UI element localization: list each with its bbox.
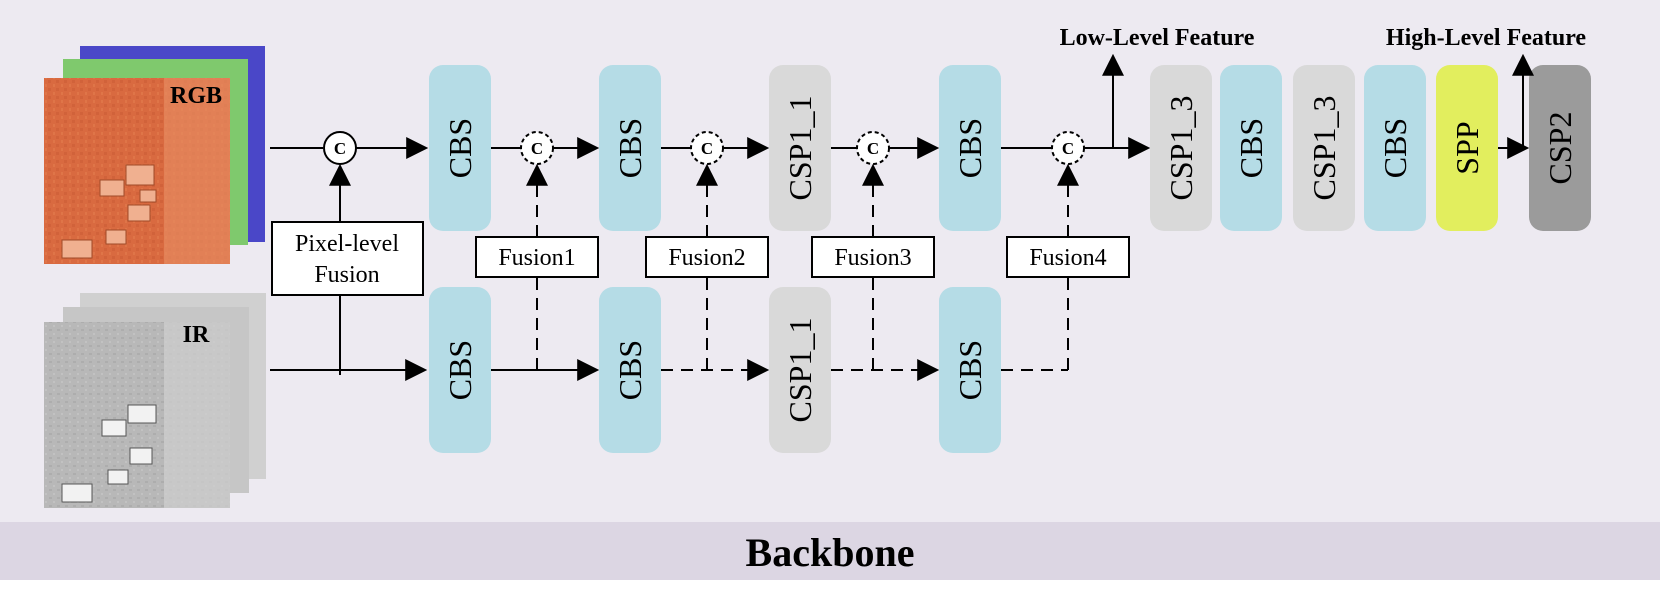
- tail-block-6-label: CSP2: [1542, 112, 1578, 185]
- rgb-block-4: CBS: [939, 65, 1001, 231]
- rgb-block-3: CSP1_1: [769, 65, 831, 231]
- ir-block-2: CBS: [599, 287, 661, 453]
- concat-node-3-symbol: C: [867, 139, 879, 158]
- low-level-feature-label: Low-Level Feature: [1060, 25, 1255, 51]
- rgb-road-strip: [164, 78, 230, 264]
- ir-block-3-body: [769, 287, 831, 453]
- ir-block-4-label: CBS: [952, 340, 988, 400]
- tail-block-1-body: [1150, 65, 1212, 231]
- rgb-block-3-body: [769, 65, 831, 231]
- ir-block-1: CBS: [429, 287, 491, 453]
- rgb-block-2-label: CBS: [612, 118, 648, 178]
- tail-block-5-label: SPP: [1449, 121, 1485, 174]
- pixel-fusion-line1: Pixel-level: [295, 231, 399, 257]
- concat-node-1-symbol: C: [531, 139, 543, 158]
- ir-block-3: CSP1_1: [769, 287, 831, 453]
- fusion-box-1: [475, 236, 599, 278]
- ir-road-strip: [164, 322, 230, 508]
- fusion-label-1: Fusion1: [498, 245, 575, 271]
- ir-block-2-body: [599, 287, 661, 453]
- rgb-block-4-label: CBS: [952, 118, 988, 178]
- ir-block-1-body: [429, 287, 491, 453]
- fusion-box-3: [811, 236, 935, 278]
- ir-buildings: [61, 404, 157, 503]
- tail-block-6-body: [1529, 65, 1591, 231]
- fusion-label-3: Fusion3: [834, 245, 911, 271]
- concat-node-4-symbol: C: [1062, 139, 1074, 158]
- tail-block-5-body: [1436, 65, 1498, 231]
- rgb-block-1: CBS: [429, 65, 491, 231]
- pixel-level-fusion: Pixel-level Fusion: [270, 163, 428, 381]
- rgb-block-2-body: [599, 65, 661, 231]
- tail-block-3-body: [1293, 65, 1355, 231]
- fusion-label-4: Fusion4: [1029, 245, 1106, 271]
- concat-node-0-symbol: C: [334, 139, 346, 158]
- tail-block-3: CSP1_3: [1293, 65, 1355, 231]
- banner-title: Backbone: [746, 530, 915, 575]
- rgb-block-4-body: [939, 65, 1001, 231]
- tail-block-2-label: CBS: [1233, 118, 1269, 178]
- rgb-image-stack: RGB: [44, 46, 265, 264]
- tail-block-1: CSP1_3: [1150, 65, 1212, 231]
- fusion-box-2: [645, 236, 769, 278]
- pixel-level-fusion-box: [271, 221, 424, 296]
- ir-image-stack: IR: [44, 293, 266, 508]
- tail-block-3-label: CSP1_3: [1306, 96, 1342, 201]
- ir-block-2-label: CBS: [612, 340, 648, 400]
- ir-block-1-label: CBS: [442, 340, 478, 400]
- tail-block-2-body: [1220, 65, 1282, 231]
- tail-block-2: CBS: [1220, 65, 1282, 231]
- rgb-label: RGB: [170, 83, 222, 109]
- rgb-block-2: CBS: [599, 65, 661, 231]
- tail-block-6: CSP2: [1529, 65, 1591, 231]
- rgb-block-1-body: [429, 65, 491, 231]
- tail-block-4-label: CBS: [1377, 118, 1413, 178]
- rgb-block-1-label: CBS: [442, 118, 478, 178]
- fusion-label-2: Fusion2: [668, 245, 745, 271]
- rgb-flow: C: [270, 131, 429, 165]
- tail-block-4-body: [1364, 65, 1426, 231]
- fusion-box-4: [1006, 236, 1130, 278]
- ir-block-4-body: [939, 287, 1001, 453]
- rgb-block-3-label: CSP1_1: [782, 96, 818, 201]
- tail-block-1-label: CSP1_3: [1163, 96, 1199, 201]
- banner-background: [0, 522, 1660, 580]
- ir-label: IR: [183, 322, 210, 348]
- tail-block-4: CBS: [1364, 65, 1426, 231]
- concat-node-2-symbol: C: [701, 139, 713, 158]
- rgb-buildings: [61, 164, 157, 259]
- high-level-feature-label: High-Level Feature: [1386, 25, 1587, 51]
- ir-block-4: CBS: [939, 287, 1001, 453]
- pixel-fusion-line2: Fusion: [314, 262, 379, 288]
- ir-block-3-label: CSP1_1: [782, 318, 818, 423]
- tail-block-5: SPP: [1436, 65, 1498, 231]
